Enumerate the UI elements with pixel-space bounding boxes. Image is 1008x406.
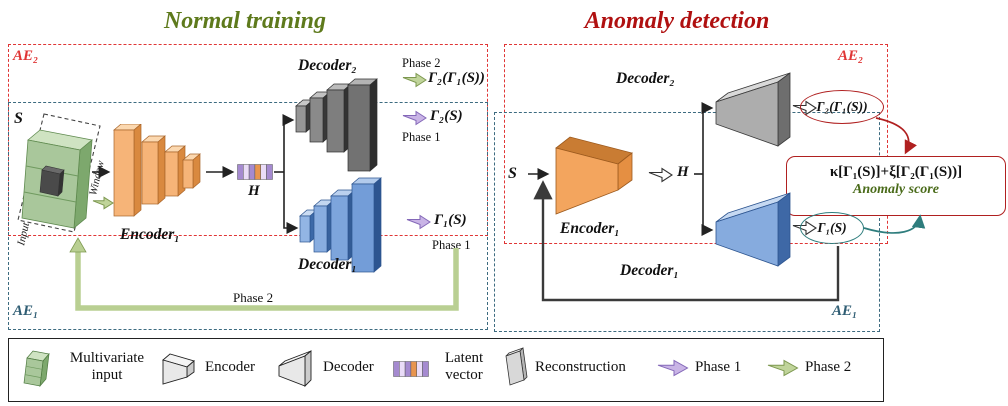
right-encoder1-block [555, 136, 633, 215]
legend-phase2-label: Phase 2 [805, 359, 852, 375]
phase2-arrow-icon [767, 359, 799, 377]
phase1-block-arrow [402, 110, 427, 126]
multivariate-input-block: Window Input [15, 113, 104, 248]
legend-reconstruction-label: Reconstruction [535, 359, 626, 375]
phase1-arrow-icon [657, 359, 689, 377]
legend-decoder-label: Decoder [323, 359, 374, 375]
left-decoder1-label: Decoder₁ [298, 256, 357, 273]
left-ae1-region [8, 102, 488, 330]
anomaly-score-formula: κ[Γ₁(S)]+ξ[Γ₂(Γ₁(S))] [829, 164, 963, 180]
normal-training-title: Normal training [163, 8, 327, 34]
right-decoder2-label: Decoder₂ [616, 70, 675, 87]
left-encoder1-block [113, 124, 201, 217]
anomaly-score-box: κ[Γ₁(S)]+ξ[Γ₂(Γ₁(S))] Anomaly score [786, 156, 1006, 216]
legend-multivariate-label: Multivariate input [69, 350, 145, 384]
latent-vector-icon [393, 361, 429, 377]
left-phase1-bottom-label: Phase 1 [432, 238, 471, 252]
legend-latent-label: Latent vector [444, 350, 484, 384]
legend-encoder-label: Encoder [205, 359, 255, 375]
left-output-mid: Γ₂(S) [430, 108, 463, 124]
window-cell [39, 169, 61, 197]
right-output-bottom-oval: Γ₁(S) [800, 212, 864, 244]
left-decoder2-block [295, 78, 378, 172]
phase1-block-arrow [406, 214, 431, 230]
anomaly-detection-title: Anomaly detection [584, 8, 770, 34]
hollow-block-arrow [648, 167, 673, 183]
left-decoder2-label: Decoder₂ [298, 57, 357, 74]
left-ae1-label: AE₁ [13, 303, 39, 319]
right-decoder2-block [715, 72, 791, 147]
input-axis-label: Input [15, 220, 32, 247]
right-encoder1-label: Encoder₁ [560, 220, 620, 237]
right-output-top-oval: Γ₂(Γ₁(S)) [800, 90, 884, 124]
encoder-icon [162, 353, 195, 385]
anomaly-score-caption: Anomaly score [853, 182, 939, 197]
right-latent-h-label: H [677, 164, 689, 180]
decoder-icon [278, 350, 312, 388]
left-encoder1-label: Encoder₁ [120, 226, 180, 243]
left-latent-vector [237, 164, 273, 180]
right-ae1-label: AE₁ [832, 303, 858, 319]
left-output-bottom: Γ₁(S) [434, 212, 467, 228]
right-output-bottom: Γ₁(S) [817, 220, 847, 235]
left-output-top: Γ₂(Γ₁(S)) [428, 70, 485, 86]
right-ae2-label: AE₂ [838, 48, 864, 64]
left-phase1-mid-label: Phase 1 [402, 130, 441, 144]
right-decoder1-label: Decoder₁ [620, 262, 679, 279]
right-output-top: Γ₂(Γ₁(S)) [816, 99, 868, 114]
reconstruction-icon [505, 347, 528, 386]
right-input-s-label: S [508, 165, 517, 182]
legend-phase1-label: Phase 1 [695, 359, 742, 375]
phase2-input-arrow [92, 196, 114, 210]
left-phase2-out-label: Phase 2 [402, 56, 441, 70]
left-ae2-label: AE₂ [13, 48, 39, 64]
phase2-block-arrow [402, 72, 427, 88]
left-latent-h-label: H [248, 183, 260, 199]
left-phase2-feedback-label: Phase 2 [233, 290, 274, 305]
left-input-s-label: S [14, 110, 23, 127]
multivariate-input-icon [23, 350, 50, 388]
legend: Multivariate input Encoder Decoder [8, 338, 884, 402]
